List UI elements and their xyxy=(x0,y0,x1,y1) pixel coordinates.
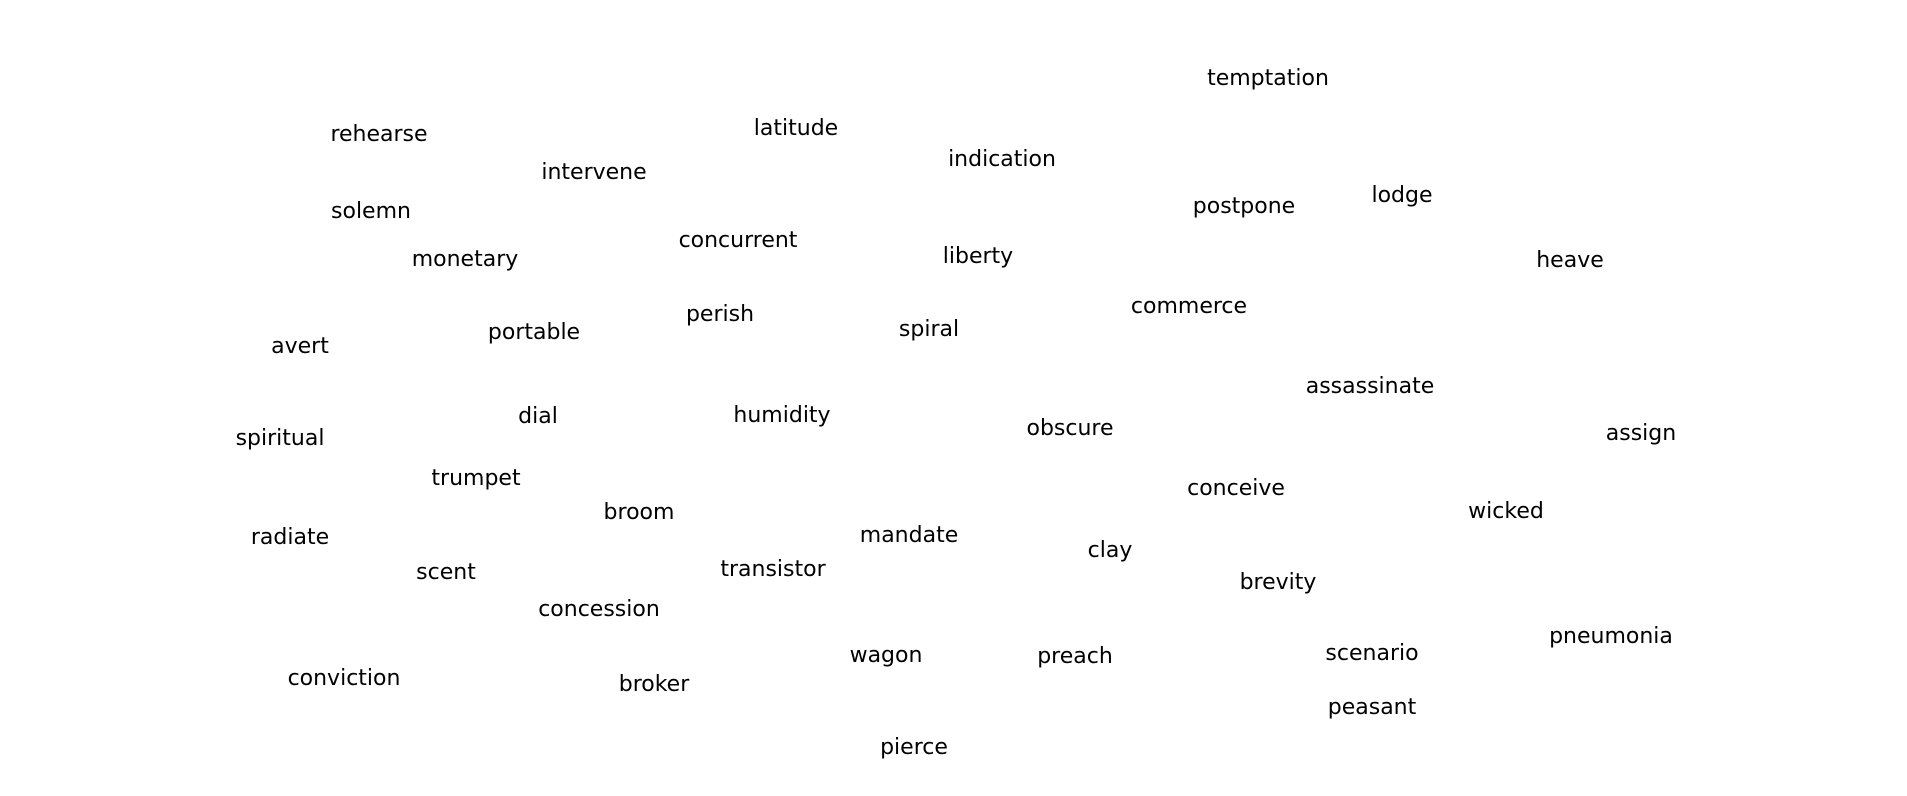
word: radiate xyxy=(250,525,330,550)
word: pierce xyxy=(880,735,948,760)
word: temptation xyxy=(1207,66,1329,91)
word: mandate xyxy=(859,523,959,548)
word: transistor xyxy=(720,557,826,582)
word: liberty xyxy=(942,244,1014,269)
word: pneumonia xyxy=(1549,624,1673,649)
word: peasant xyxy=(1327,695,1417,720)
word: spiral xyxy=(898,317,960,342)
word: heave xyxy=(1536,248,1604,273)
word: latitude xyxy=(753,116,839,141)
word: spiritual xyxy=(235,426,325,451)
word: wagon xyxy=(849,643,923,668)
word: intervene xyxy=(541,160,647,185)
word: assign xyxy=(1605,421,1677,446)
word: wicked xyxy=(1468,499,1544,524)
word: broom xyxy=(603,500,675,525)
word: portable xyxy=(487,320,581,345)
word: concession xyxy=(538,597,660,622)
word: conviction xyxy=(287,666,401,691)
word: clay xyxy=(1087,538,1133,563)
word: dial xyxy=(518,404,558,429)
word: brevity xyxy=(1239,570,1317,595)
word: scenario xyxy=(1325,641,1419,666)
word: perish xyxy=(685,302,755,327)
word: preach xyxy=(1037,644,1113,669)
word: avert xyxy=(271,334,329,359)
word: scent xyxy=(416,560,476,585)
word: solemn xyxy=(331,199,411,224)
word: obscure xyxy=(1026,416,1114,441)
word: conceive xyxy=(1187,476,1285,501)
word: assassinate xyxy=(1305,374,1435,399)
word: postpone xyxy=(1192,194,1296,219)
word: broker xyxy=(618,672,690,697)
word: commerce xyxy=(1130,294,1248,319)
word: rehearse xyxy=(330,122,428,147)
word: concurrent xyxy=(678,228,798,253)
word: lodge xyxy=(1371,183,1433,208)
word: trumpet xyxy=(431,466,521,491)
word: humidity xyxy=(733,403,831,428)
word: monetary xyxy=(411,247,519,272)
word: indication xyxy=(948,147,1056,172)
